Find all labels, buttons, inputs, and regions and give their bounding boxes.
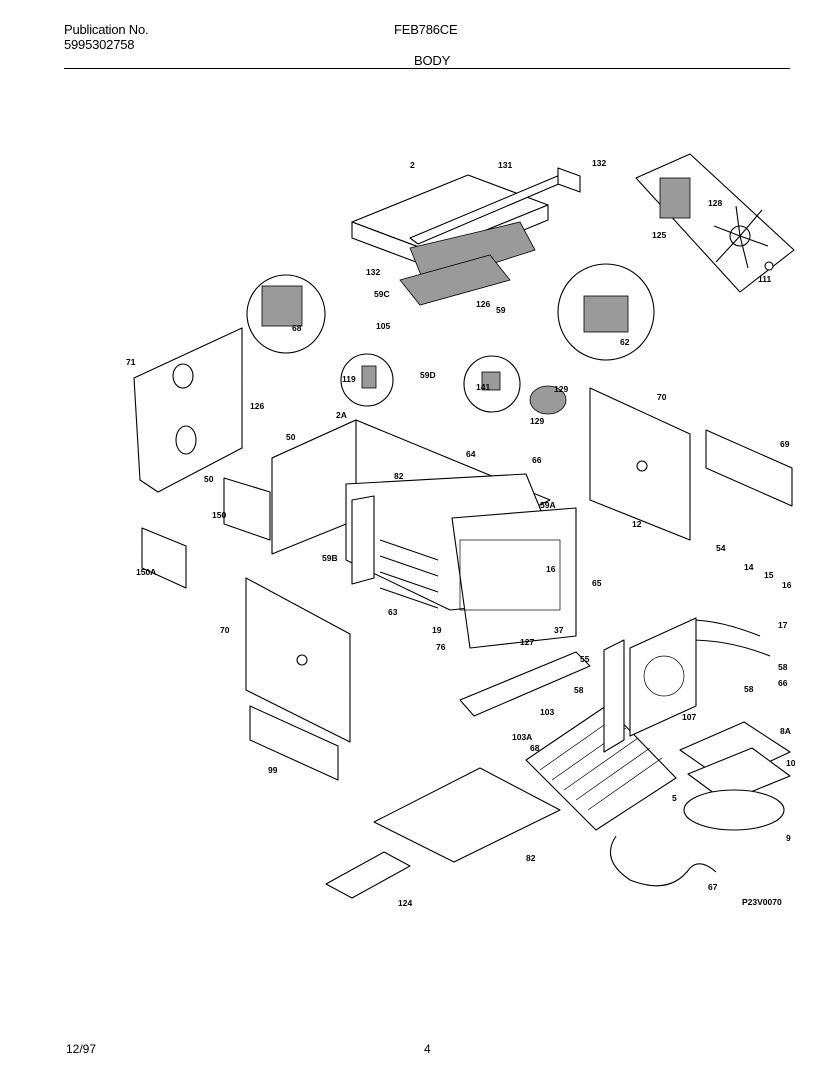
callout-131: 131 bbox=[498, 160, 512, 170]
callout-129-b: 129 bbox=[530, 416, 544, 426]
callout-labels: 2 131 132 132 59C 126 59 105 68 128 111 … bbox=[126, 158, 796, 908]
section-title: BODY bbox=[414, 53, 451, 68]
callout-124: 124 bbox=[398, 898, 412, 908]
callout-127: 127 bbox=[520, 637, 534, 647]
callout-68-b: 68 bbox=[530, 743, 540, 753]
callout-59d: 59D bbox=[420, 370, 436, 380]
callout-69: 69 bbox=[780, 439, 790, 449]
convection-fan-inset bbox=[635, 153, 795, 293]
callout-62: 62 bbox=[620, 337, 630, 347]
callout-59: 59 bbox=[496, 305, 506, 315]
callout-58: 58 bbox=[778, 662, 788, 672]
callout-111: 111 bbox=[758, 274, 772, 284]
callout-129: 129 bbox=[554, 384, 568, 394]
callout-70-b: 70 bbox=[220, 625, 230, 635]
callout-15: 15 bbox=[764, 570, 774, 580]
callout-2: 2 bbox=[410, 160, 415, 170]
callout-71: 71 bbox=[126, 357, 136, 367]
callout-59b: 59B bbox=[322, 553, 338, 563]
callout-58-c: 58 bbox=[574, 685, 584, 695]
callout-59a: 59A bbox=[540, 500, 556, 510]
racks-and-elements bbox=[525, 619, 791, 887]
oven-cavity bbox=[271, 419, 577, 649]
callout-17: 17 bbox=[778, 620, 788, 630]
model-number: FEB786CE bbox=[394, 22, 458, 37]
callout-70: 70 bbox=[657, 392, 667, 402]
callout-126-b: 126 bbox=[250, 401, 264, 411]
diagram-code: P23V0070 bbox=[742, 897, 782, 907]
callout-2a: 2A bbox=[336, 410, 347, 420]
callout-14: 14 bbox=[744, 562, 754, 572]
inset-circles bbox=[246, 263, 655, 415]
callout-63: 63 bbox=[388, 607, 398, 617]
callout-150a: 150A bbox=[136, 567, 156, 577]
brackets bbox=[141, 477, 271, 589]
top-panel-part bbox=[351, 167, 581, 306]
header-rule bbox=[64, 68, 790, 69]
callout-67: 67 bbox=[708, 882, 718, 892]
callout-132-b: 132 bbox=[366, 267, 380, 277]
callout-12: 12 bbox=[632, 519, 642, 529]
left-side-panel bbox=[133, 327, 243, 493]
callout-126: 126 bbox=[476, 299, 490, 309]
callout-82: 82 bbox=[394, 471, 404, 481]
publication-number: 5995302758 bbox=[64, 37, 135, 52]
callout-150: 150 bbox=[212, 510, 226, 520]
footer-date: 12/97 bbox=[66, 1042, 97, 1056]
callout-10: 10 bbox=[786, 758, 796, 768]
callout-19: 19 bbox=[432, 625, 442, 635]
callout-76: 76 bbox=[436, 642, 446, 652]
callout-125: 125 bbox=[652, 230, 666, 240]
callout-55: 55 bbox=[580, 654, 590, 664]
footer-page-number: 4 bbox=[424, 1042, 431, 1056]
callout-66-b: 66 bbox=[778, 678, 788, 688]
callout-132: 132 bbox=[592, 158, 606, 168]
callout-82-b: 82 bbox=[526, 853, 536, 863]
callout-54: 54 bbox=[716, 543, 726, 553]
callout-9: 9 bbox=[786, 833, 791, 843]
callout-105: 105 bbox=[376, 321, 390, 331]
callout-5: 5 bbox=[672, 793, 677, 803]
callout-128: 128 bbox=[708, 198, 722, 208]
callout-107: 107 bbox=[682, 712, 696, 722]
callout-37: 37 bbox=[554, 625, 564, 635]
callout-59c: 59C bbox=[374, 289, 390, 299]
callout-99: 99 bbox=[268, 765, 278, 775]
callout-50: 50 bbox=[286, 432, 296, 442]
callout-64: 64 bbox=[466, 449, 476, 459]
callout-66: 66 bbox=[532, 455, 542, 465]
publication-label: Publication No. bbox=[64, 22, 149, 37]
callout-119: 119 bbox=[342, 374, 356, 384]
right-side-panel bbox=[589, 387, 793, 541]
callout-141: 141 bbox=[476, 382, 490, 392]
rear-lower-panel bbox=[245, 577, 351, 781]
callout-103: 103 bbox=[540, 707, 554, 717]
callout-8a: 8A bbox=[780, 726, 791, 736]
callout-16: 16 bbox=[546, 564, 556, 574]
callout-68: 68 bbox=[292, 323, 302, 333]
callout-58-b: 58 bbox=[744, 684, 754, 694]
lower-panels bbox=[325, 617, 697, 899]
callout-50-b: 50 bbox=[204, 474, 214, 484]
callout-103a: 103A bbox=[512, 732, 532, 742]
callout-65: 65 bbox=[592, 578, 602, 588]
callout-16-b: 16 bbox=[782, 580, 792, 590]
